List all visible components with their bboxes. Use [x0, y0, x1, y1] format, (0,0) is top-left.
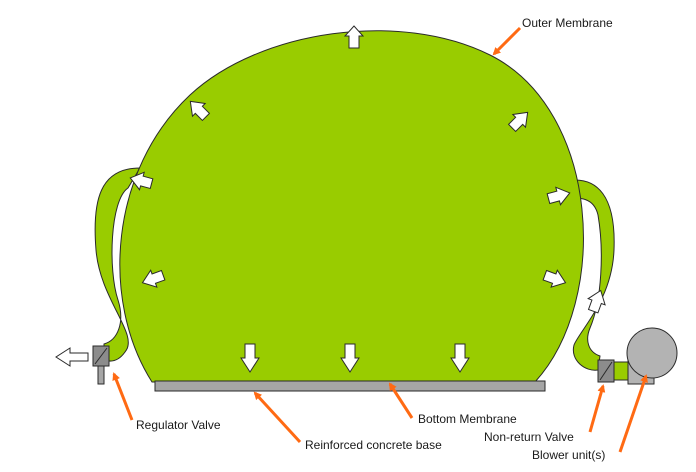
- label-non-return-valve: Non-return Valve: [484, 430, 574, 444]
- left-air-duct: [94, 167, 141, 362]
- pointer-blower-units: [618, 374, 648, 453]
- outer-membrane-dome: [119, 30, 584, 383]
- label-pointers: [112, 26, 648, 453]
- pointer-bottom-membrane: [388, 382, 414, 419]
- pointer-non-return-valve: [588, 384, 606, 433]
- reinforced-concrete-base: [154, 380, 546, 392]
- pressure-arrows: [129, 25, 606, 373]
- label-blower-units: Blower unit(s): [532, 448, 606, 462]
- pointer-regulator-valve: [112, 372, 134, 421]
- pointer-outer-membrane: [492, 26, 522, 56]
- pressure-arrow-down-1: [240, 343, 260, 373]
- pressure-arrow-left-lower: [141, 269, 166, 288]
- non-return-valve: [597, 359, 631, 383]
- pressure-arrow-right-lower: [542, 269, 567, 288]
- pointer-reinforced-base: [253, 391, 302, 444]
- label-regulator-valve: Regulator Valve: [136, 418, 221, 432]
- label-outer-membrane: Outer Membrane: [522, 16, 613, 30]
- exhaust-arrow-icon: [55, 347, 89, 367]
- regulator-valve: [92, 345, 110, 385]
- pressure-arrow-up: [343, 25, 365, 49]
- pressure-arrow-right-upper: [546, 186, 571, 206]
- label-reinforced-base: Reinforced concrete base: [305, 438, 442, 452]
- label-bottom-membrane: Bottom Membrane: [418, 412, 517, 426]
- pressure-arrow-down-3: [450, 343, 470, 373]
- pressure-arrow-upright: [507, 111, 529, 133]
- blower-unit: [626, 327, 678, 385]
- pressure-arrow-down-2: [340, 343, 360, 373]
- pressure-arrow-left-upper: [129, 171, 154, 191]
- pressure-arrow-upleft: [189, 100, 211, 122]
- pressure-arrow-right-duct: [587, 289, 606, 314]
